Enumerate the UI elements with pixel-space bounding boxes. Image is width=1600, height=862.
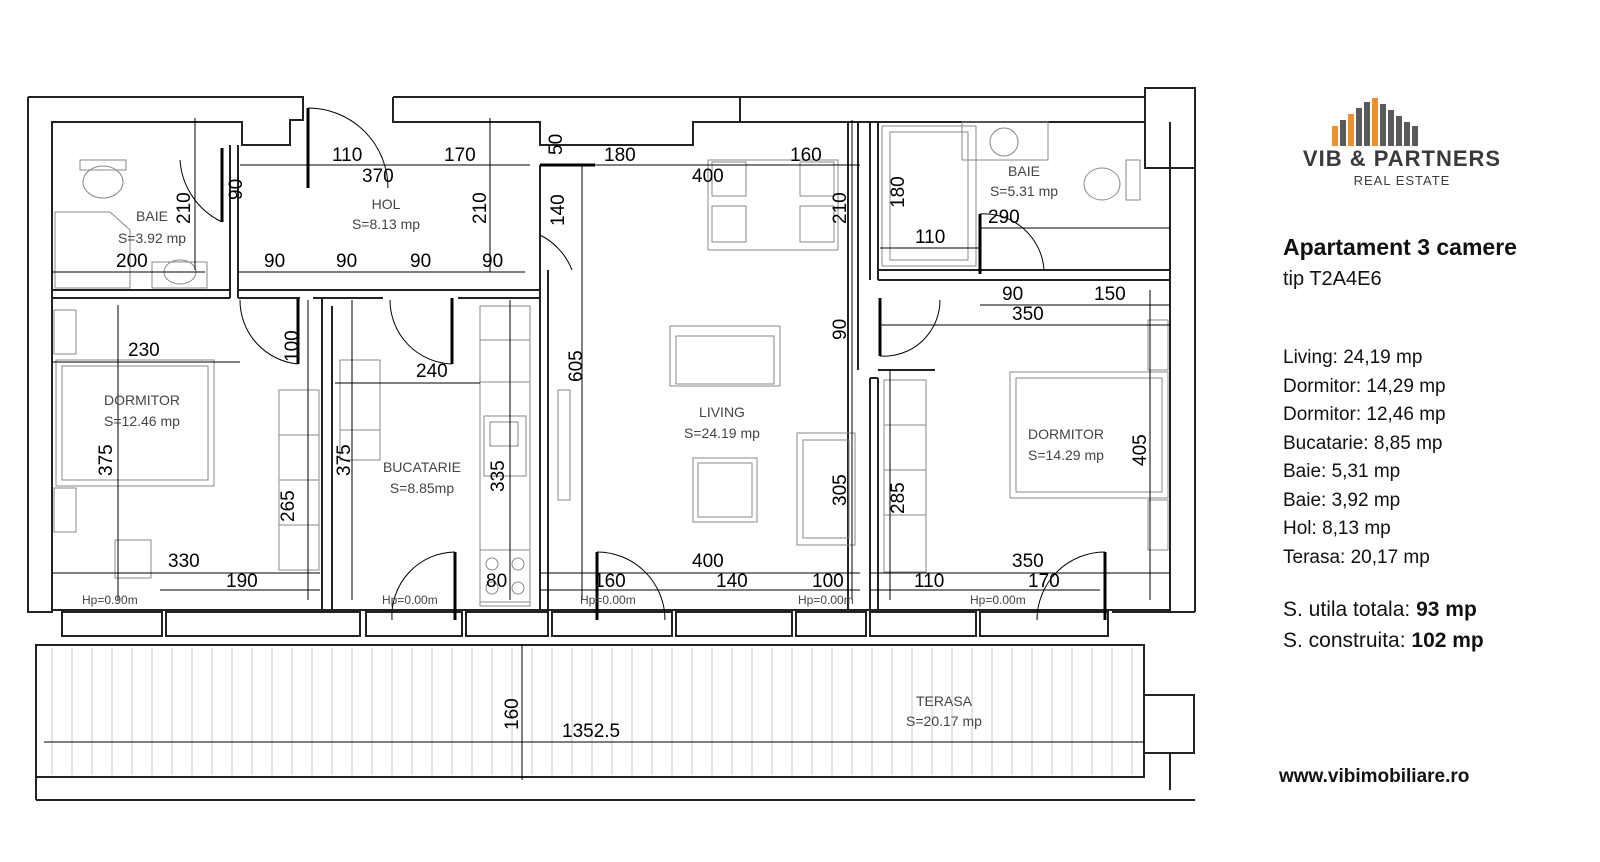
room-name: TERASA [916, 693, 973, 709]
area-item: Hol: 8,13 mp [1283, 518, 1391, 539]
dim-label: 180 [888, 176, 909, 208]
dim-label: 90 [1002, 284, 1023, 305]
hp-label: Hp=0.00m [970, 593, 1026, 607]
dim-label: 330 [168, 551, 200, 572]
dim-label: 400 [692, 166, 724, 187]
room-area: S=20.17 mp [906, 713, 982, 729]
dim-label: 190 [226, 571, 258, 592]
floor-plan: 110 370 170 50 180 400 160 90 210 210 14… [27, 87, 1196, 801]
terrace-hatch [51, 648, 1133, 775]
total-built-area: S. construita: 102 mp [1283, 625, 1484, 656]
dim-label: 110 [332, 145, 362, 166]
hp-label: Hp=0.90m [82, 593, 138, 607]
room-name: BUCATARIE [383, 459, 461, 475]
dim-label: 90 [226, 179, 247, 200]
room-area: S=3.92 mp [118, 230, 186, 246]
area-item: Living: 24,19 mp [1283, 347, 1423, 368]
hp-label: Hp=0.00m [798, 593, 854, 607]
dim-label: 160 [502, 698, 523, 730]
hp-label: Hp=0.00m [382, 593, 438, 607]
total-useful-value: 93 mp [1416, 598, 1477, 621]
area-item: Bucatarie: 8,85 mp [1283, 432, 1443, 454]
brand-subtitle: REAL ESTATE [1353, 173, 1451, 188]
dim-label: 375 [96, 444, 117, 476]
area-list: Living: 24,19 mp Dormitor: 14,29 mp Dorm… [1283, 344, 1446, 572]
total-built-label: S. construita: [1283, 629, 1412, 652]
area-item: Terasa: 20,17 mp [1283, 546, 1430, 568]
dim-label: 605 [566, 350, 587, 382]
dim-label: 90 [410, 251, 431, 272]
dim-label: 210 [174, 192, 195, 224]
total-useful-area: S. utila totala: 93 mp [1283, 594, 1484, 625]
listing-panel: VIB & PARTNERS REAL ESTATE Apartament 3 … [1275, 0, 1595, 862]
room-name: BAIE [136, 208, 168, 224]
brand-name: VIB & PARTNERS [1302, 146, 1502, 171]
dim-label: 375 [334, 444, 355, 476]
dim-label: 350 [1012, 304, 1044, 325]
room-labels: BAIE S=3.92 mp HOL S=8.13 mp BAIE S=5.31… [104, 163, 1104, 729]
dim-label: 210 [830, 192, 851, 224]
website-link[interactable]: www.vibimobiliare.ro [1279, 766, 1470, 787]
area-item: Baie: 5,31 mp [1283, 461, 1401, 482]
dim-label: 305 [830, 474, 851, 506]
dimension-labels: 110 370 170 50 180 400 160 90 210 210 14… [96, 134, 1151, 742]
total-built-value: 102 mp [1411, 629, 1484, 652]
room-area: S=24.19 mp [684, 425, 760, 441]
room-area: S=12.46 mp [104, 413, 180, 429]
hp-labels: Hp=0.90m Hp=0.00m Hp=0.00m Hp=0.00m Hp=0… [82, 593, 1026, 607]
dim-label: 170 [444, 145, 476, 166]
dim-label: 80 [486, 571, 507, 592]
room-name: LIVING [699, 404, 745, 420]
listing-title: Apartament 3 camere [1283, 234, 1517, 260]
dim-label: 90 [264, 251, 285, 272]
hp-label: Hp=0.00m [580, 593, 636, 607]
area-item: Dormitor: 12,46 mp [1283, 404, 1446, 425]
dim-label: 335 [488, 460, 509, 492]
listing-type: tip T2A4E6 [1283, 268, 1382, 290]
dim-label: 240 [416, 361, 448, 382]
dim-label: 180 [604, 145, 636, 166]
room-area: S=14.29 mp [1028, 447, 1104, 463]
furniture [53, 121, 1169, 607]
dim-label: 90 [830, 319, 851, 340]
dim-label: 350 [1012, 551, 1044, 572]
dim-label: 285 [888, 482, 909, 514]
dim-label: 160 [594, 571, 626, 592]
dim-label: 400 [692, 551, 724, 572]
dim-label: 290 [988, 207, 1020, 228]
dimension-lines [44, 118, 1170, 780]
area-item: Baie: 3,92 mp [1283, 489, 1401, 511]
dim-label: 210 [470, 192, 491, 224]
dim-label: 200 [116, 251, 148, 272]
walls [27, 87, 1196, 801]
dim-label: 150 [1094, 284, 1126, 305]
room-area: S=5.31 mp [990, 183, 1058, 199]
area-item: Dormitor: 14,29 mp [1283, 375, 1446, 397]
dim-label: 90 [336, 251, 357, 272]
dim-label: 90 [482, 251, 503, 272]
dim-label: 405 [1130, 434, 1151, 466]
company-logo-icon [1332, 98, 1418, 146]
dim-label: 100 [812, 571, 844, 592]
dim-label: 110 [914, 571, 944, 592]
dim-label: 100 [282, 330, 303, 362]
dim-label: 140 [716, 571, 748, 592]
room-name: DORMITOR [104, 392, 180, 408]
dim-label: 170 [1028, 571, 1060, 592]
dim-label: 160 [790, 145, 822, 166]
dim-label: 50 [546, 134, 567, 155]
dim-label: 1352.5 [562, 721, 620, 742]
room-name: BAIE [1008, 163, 1040, 179]
dim-label: 140 [548, 194, 569, 226]
room-area: S=8.85mp [390, 480, 454, 496]
dim-label: 230 [128, 340, 160, 361]
total-useful-label: S. utila totala: [1283, 598, 1417, 621]
area-totals: S. utila totala: 93 mp S. construita: 10… [1283, 594, 1484, 656]
room-name: DORMITOR [1028, 426, 1104, 442]
room-name: HOL [372, 196, 401, 212]
room-area: S=8.13 mp [352, 216, 420, 232]
dim-label: 370 [362, 166, 394, 187]
dim-label: 110 [915, 227, 945, 248]
dim-label: 265 [278, 490, 299, 522]
